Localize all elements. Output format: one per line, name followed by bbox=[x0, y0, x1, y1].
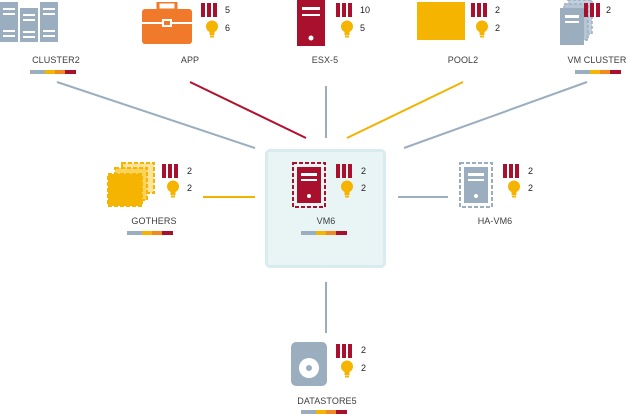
insight-bulb-icon bbox=[341, 180, 353, 198]
insight-count: 6 bbox=[225, 23, 231, 33]
node-label: HA-VM6 bbox=[477, 216, 513, 226]
alarm-count: 10 bbox=[360, 5, 371, 15]
datastore-icon bbox=[291, 342, 327, 386]
node-label: GOTHERS bbox=[131, 216, 177, 226]
node-label: DATASTORE5 bbox=[297, 396, 357, 406]
node-esx5[interactable]: 10 5 ESX-5 bbox=[270, 0, 385, 80]
vm-icon bbox=[292, 162, 326, 208]
alarm-count: 2 bbox=[361, 345, 367, 355]
insight-count: 5 bbox=[360, 23, 366, 33]
alarm-icon bbox=[336, 3, 352, 17]
insight-bulb-icon bbox=[341, 360, 353, 378]
health-bar bbox=[301, 231, 347, 235]
health-bar bbox=[127, 231, 173, 235]
health-bar bbox=[301, 410, 347, 414]
insight-count: 2 bbox=[361, 183, 367, 193]
insight-bulb-icon bbox=[341, 20, 353, 38]
health-bar bbox=[575, 70, 621, 74]
node-label: ESX-5 bbox=[311, 55, 339, 65]
alarm-count: 2 bbox=[606, 5, 612, 15]
node-label: VM6 bbox=[316, 216, 336, 226]
node-havm6[interactable]: 2 2 HA-VM6 bbox=[440, 158, 555, 238]
link-app-vm6 bbox=[189, 81, 307, 139]
cluster-icon bbox=[0, 2, 58, 42]
node-vm6[interactable]: 2 2 VM6 bbox=[270, 158, 385, 238]
pool-icon bbox=[417, 2, 465, 40]
node-app[interactable]: 5 6 APP bbox=[135, 0, 250, 80]
insight-bulb-icon bbox=[508, 180, 520, 198]
link-vmcluster-vm6 bbox=[403, 81, 588, 149]
node-label: APP bbox=[180, 55, 200, 65]
alarm-icon bbox=[503, 164, 519, 178]
alarm-count: 2 bbox=[528, 166, 534, 176]
insight-bulb-icon bbox=[167, 180, 179, 198]
alarm-count: 2 bbox=[361, 166, 367, 176]
node-vmcluster[interactable]: 2 VM CLUSTER bbox=[522, 0, 637, 80]
node-gothers[interactable]: 2 2 GOTHERS bbox=[98, 158, 213, 238]
alarm-icon bbox=[201, 3, 217, 17]
node-label: POOL2 bbox=[447, 55, 479, 65]
server-icon bbox=[297, 0, 325, 46]
insight-count: 2 bbox=[187, 183, 193, 193]
insight-count: 2 bbox=[495, 23, 501, 33]
node-datastore5[interactable]: 2 2 DATASTORE5 bbox=[270, 338, 385, 416]
alarm-icon bbox=[162, 164, 178, 178]
vm-cluster-icon bbox=[560, 0, 593, 45]
briefcase-icon bbox=[142, 2, 192, 44]
link-cluster2-vm6 bbox=[56, 81, 256, 149]
link-pool2-vm6 bbox=[346, 81, 464, 139]
insight-count: 2 bbox=[361, 363, 367, 373]
insight-bulb-icon bbox=[476, 20, 488, 38]
alarm-icon bbox=[336, 344, 352, 358]
node-pool2[interactable]: 2 2 POOL2 bbox=[408, 0, 523, 80]
node-cluster2[interactable]: CLUSTER2 bbox=[0, 0, 115, 80]
health-bar bbox=[30, 70, 76, 74]
node-label: VM CLUSTER bbox=[567, 55, 627, 65]
alarm-icon bbox=[584, 3, 600, 17]
alarm-count: 5 bbox=[225, 5, 231, 15]
node-label: CLUSTER2 bbox=[32, 55, 80, 65]
group-icon bbox=[107, 162, 155, 207]
alarm-count: 2 bbox=[187, 166, 193, 176]
alarm-icon bbox=[336, 164, 352, 178]
alarm-icon bbox=[471, 3, 487, 17]
insight-count: 2 bbox=[528, 183, 534, 193]
insight-bulb-icon bbox=[206, 20, 218, 38]
ha-vm-icon bbox=[459, 162, 493, 208]
alarm-count: 2 bbox=[495, 5, 501, 15]
